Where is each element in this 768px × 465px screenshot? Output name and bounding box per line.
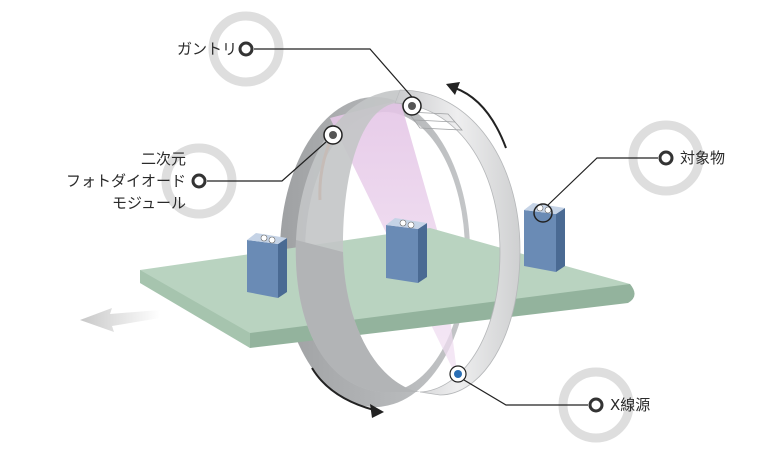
rotation-arrowhead-bottom [370,404,384,418]
object-dot [658,150,674,166]
xray-source-label: X線源 [610,396,651,414]
gantry-ring-front [295,89,521,396]
xray-leader [463,379,588,406]
object-label: 対象物 [680,149,726,167]
xray-source-marker [449,365,467,383]
label-dots [191,41,674,413]
rotation-arrowhead-top [446,82,460,95]
detector-label-line2: フォトダイオード [65,172,186,190]
conveyor-direction-arrow [80,308,160,332]
rotation-arrow-bottom [311,367,375,411]
detector-label-line3: モジュール [112,194,186,212]
gantry-marker [402,96,422,116]
gantry-label: ガントリ [176,40,237,58]
detector-leader [207,141,327,182]
detector-label-line1: 二次元 [140,150,186,168]
gantry-leader [254,48,413,98]
leader-lines [207,48,658,406]
object-box-right [524,203,565,272]
rotation-arrow-top [454,87,507,149]
object-marker [533,203,553,223]
object-leader [547,157,658,206]
detector-dot [191,173,207,189]
object-box-left [247,233,287,298]
gantry-dot [238,41,254,57]
detector-label: 二次元 フォトダイオード モジュール [66,148,186,214]
xray-dot [588,397,604,413]
detector-marker [323,125,343,145]
object-box-center [386,218,427,283]
